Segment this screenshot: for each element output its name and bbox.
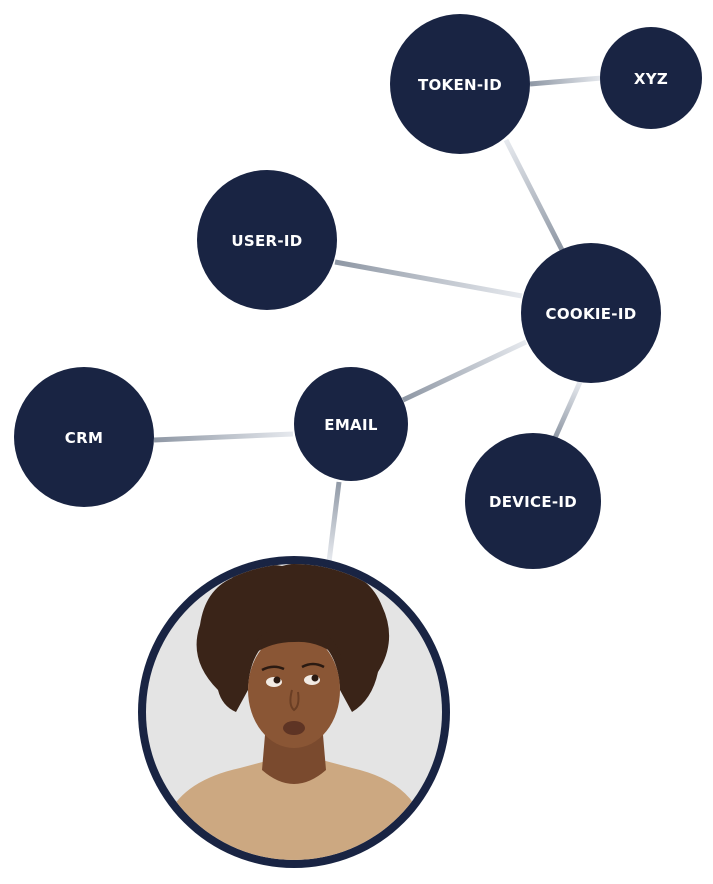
node-device-id: DEVICE-ID xyxy=(465,433,601,569)
edges xyxy=(153,75,603,563)
node-email-label: EMAIL xyxy=(324,416,378,434)
node-xyz: XYZ xyxy=(600,27,702,129)
node-email: EMAIL xyxy=(294,367,408,481)
edge-user-id-cookie-id xyxy=(334,259,523,299)
node-crm: CRM xyxy=(14,367,154,507)
edge-token-id-xyz xyxy=(529,75,603,87)
node-xyz-circle xyxy=(600,27,702,129)
person-face xyxy=(248,632,340,748)
node-email-circle xyxy=(294,367,408,481)
person-hair xyxy=(196,564,390,712)
node-xyz-label: XYZ xyxy=(634,70,668,88)
node-cookie-id: COOKIE-ID xyxy=(521,243,661,383)
node-token-id: TOKEN-ID xyxy=(390,14,530,154)
person-hair-fringe xyxy=(246,626,342,660)
node-crm-circle xyxy=(14,367,154,507)
person-avatar xyxy=(138,556,450,868)
edge-email-crm xyxy=(153,431,294,443)
node-token-id-label: TOKEN-ID xyxy=(418,76,502,94)
node-user-id: USER-ID xyxy=(197,170,337,310)
node-cookie-id-label: COOKIE-ID xyxy=(546,305,637,323)
node-device-id-label: DEVICE-ID xyxy=(489,493,577,511)
node-token-id-circle xyxy=(390,14,530,154)
node-device-id-circle xyxy=(465,433,601,569)
node-user-id-label: USER-ID xyxy=(231,232,302,250)
node-user-id-circle xyxy=(197,170,337,310)
edge-email-person xyxy=(326,481,342,563)
edge-cookie-id-email xyxy=(401,339,528,403)
node-crm-label: CRM xyxy=(65,429,103,447)
node-cookie-id-circle xyxy=(521,243,661,383)
person-mouth xyxy=(283,721,305,735)
edge-cookie-id-device-id xyxy=(552,380,583,440)
edge-token-id-cookie-id xyxy=(503,138,565,252)
